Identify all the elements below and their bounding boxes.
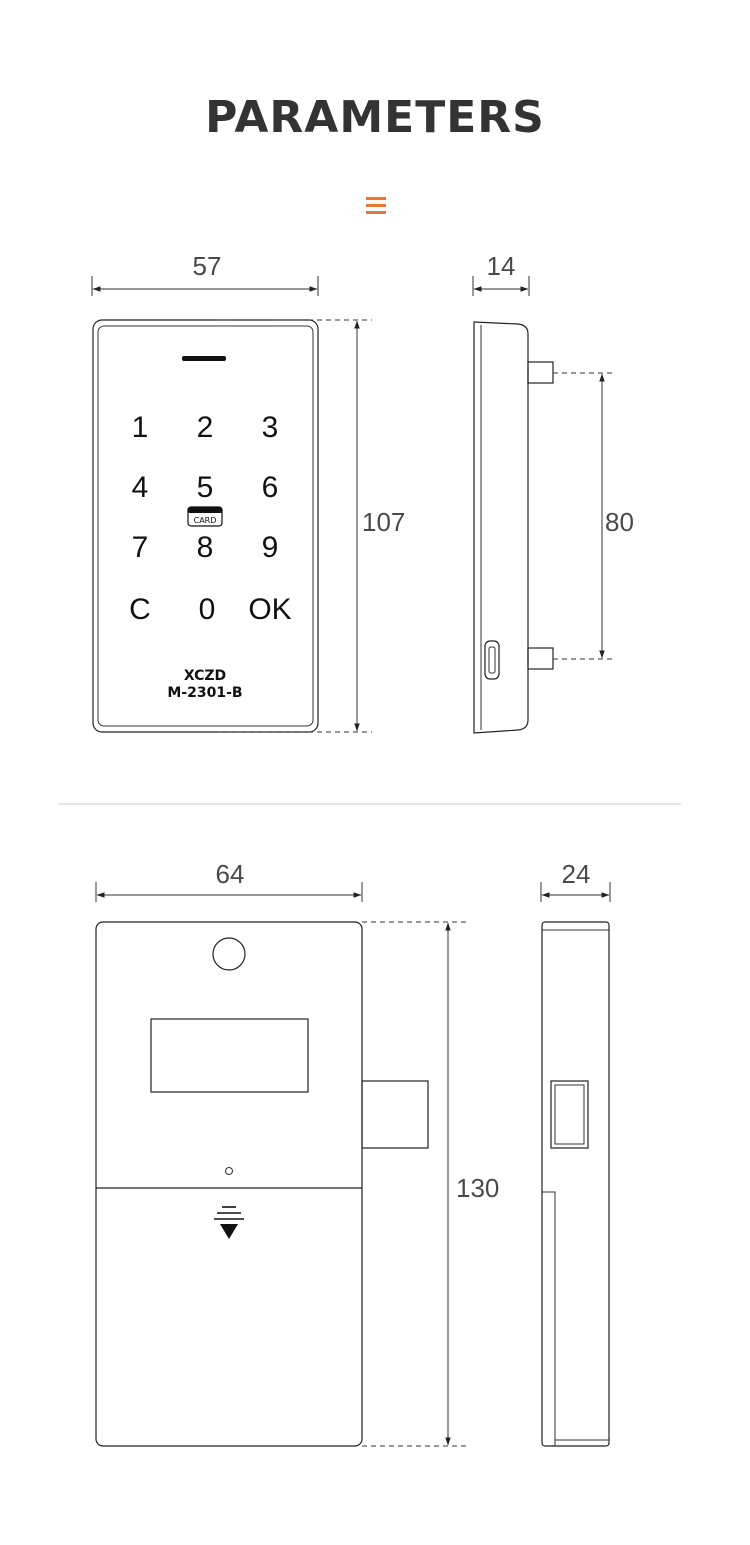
dimension-front-height: 107 (218, 319, 405, 733)
keypad-front-view: 1 2 3 4 5 6 7 8 9 C 0 OK CARD XCZD M-230… (92, 319, 319, 733)
lock-body-front-view (95, 921, 429, 1447)
key-3: 3 (262, 411, 279, 444)
page-title: PARAMETERS (205, 92, 545, 143)
body-height-label: 130 (456, 1173, 499, 1203)
key-5: 5 (197, 471, 214, 504)
keypad-side-view (473, 321, 554, 734)
key-8: 8 (197, 531, 214, 564)
brand-label: XCZD (184, 668, 226, 684)
hamburger-icon (366, 197, 386, 214)
dimension-body-depth: 24 (540, 859, 611, 902)
mount-hole-icon (212, 937, 246, 971)
front-width-label: 57 (193, 251, 222, 281)
key-ok: OK (248, 593, 291, 626)
card-reader-icon: CARD (187, 506, 223, 527)
key-4: 4 (132, 471, 149, 504)
dimension-body-width: 64 (95, 859, 363, 902)
label-window (150, 1018, 309, 1093)
key-c: C (129, 593, 151, 626)
reset-hole-icon (225, 1167, 233, 1175)
body-width-label: 64 (216, 859, 245, 889)
usb-c-port-icon (484, 640, 500, 680)
card-label: CARD (194, 516, 217, 525)
body-depth-label: 24 (562, 859, 591, 889)
key-1: 1 (132, 411, 149, 444)
indicator-bar (182, 356, 226, 361)
key-0: 0 (199, 593, 216, 626)
lock-body-side-view (541, 921, 610, 1447)
key-6: 6 (262, 471, 279, 504)
side-depth-label: 14 (487, 251, 516, 281)
key-9: 9 (262, 531, 279, 564)
dimension-body-height: 130 (362, 921, 499, 1447)
key-2: 2 (197, 411, 214, 444)
lock-latch (361, 1080, 429, 1149)
dimension-front-width: 57 (91, 251, 319, 296)
battery-cover-arrow-icon (214, 1206, 244, 1239)
key-7: 7 (132, 531, 149, 564)
side-spacing-label: 80 (605, 507, 634, 537)
dimension-side-depth: 14 (472, 251, 530, 296)
model-label: M-2301-B (167, 685, 242, 701)
dimension-side-spacing: 80 (553, 372, 634, 660)
front-height-label: 107 (362, 507, 405, 537)
